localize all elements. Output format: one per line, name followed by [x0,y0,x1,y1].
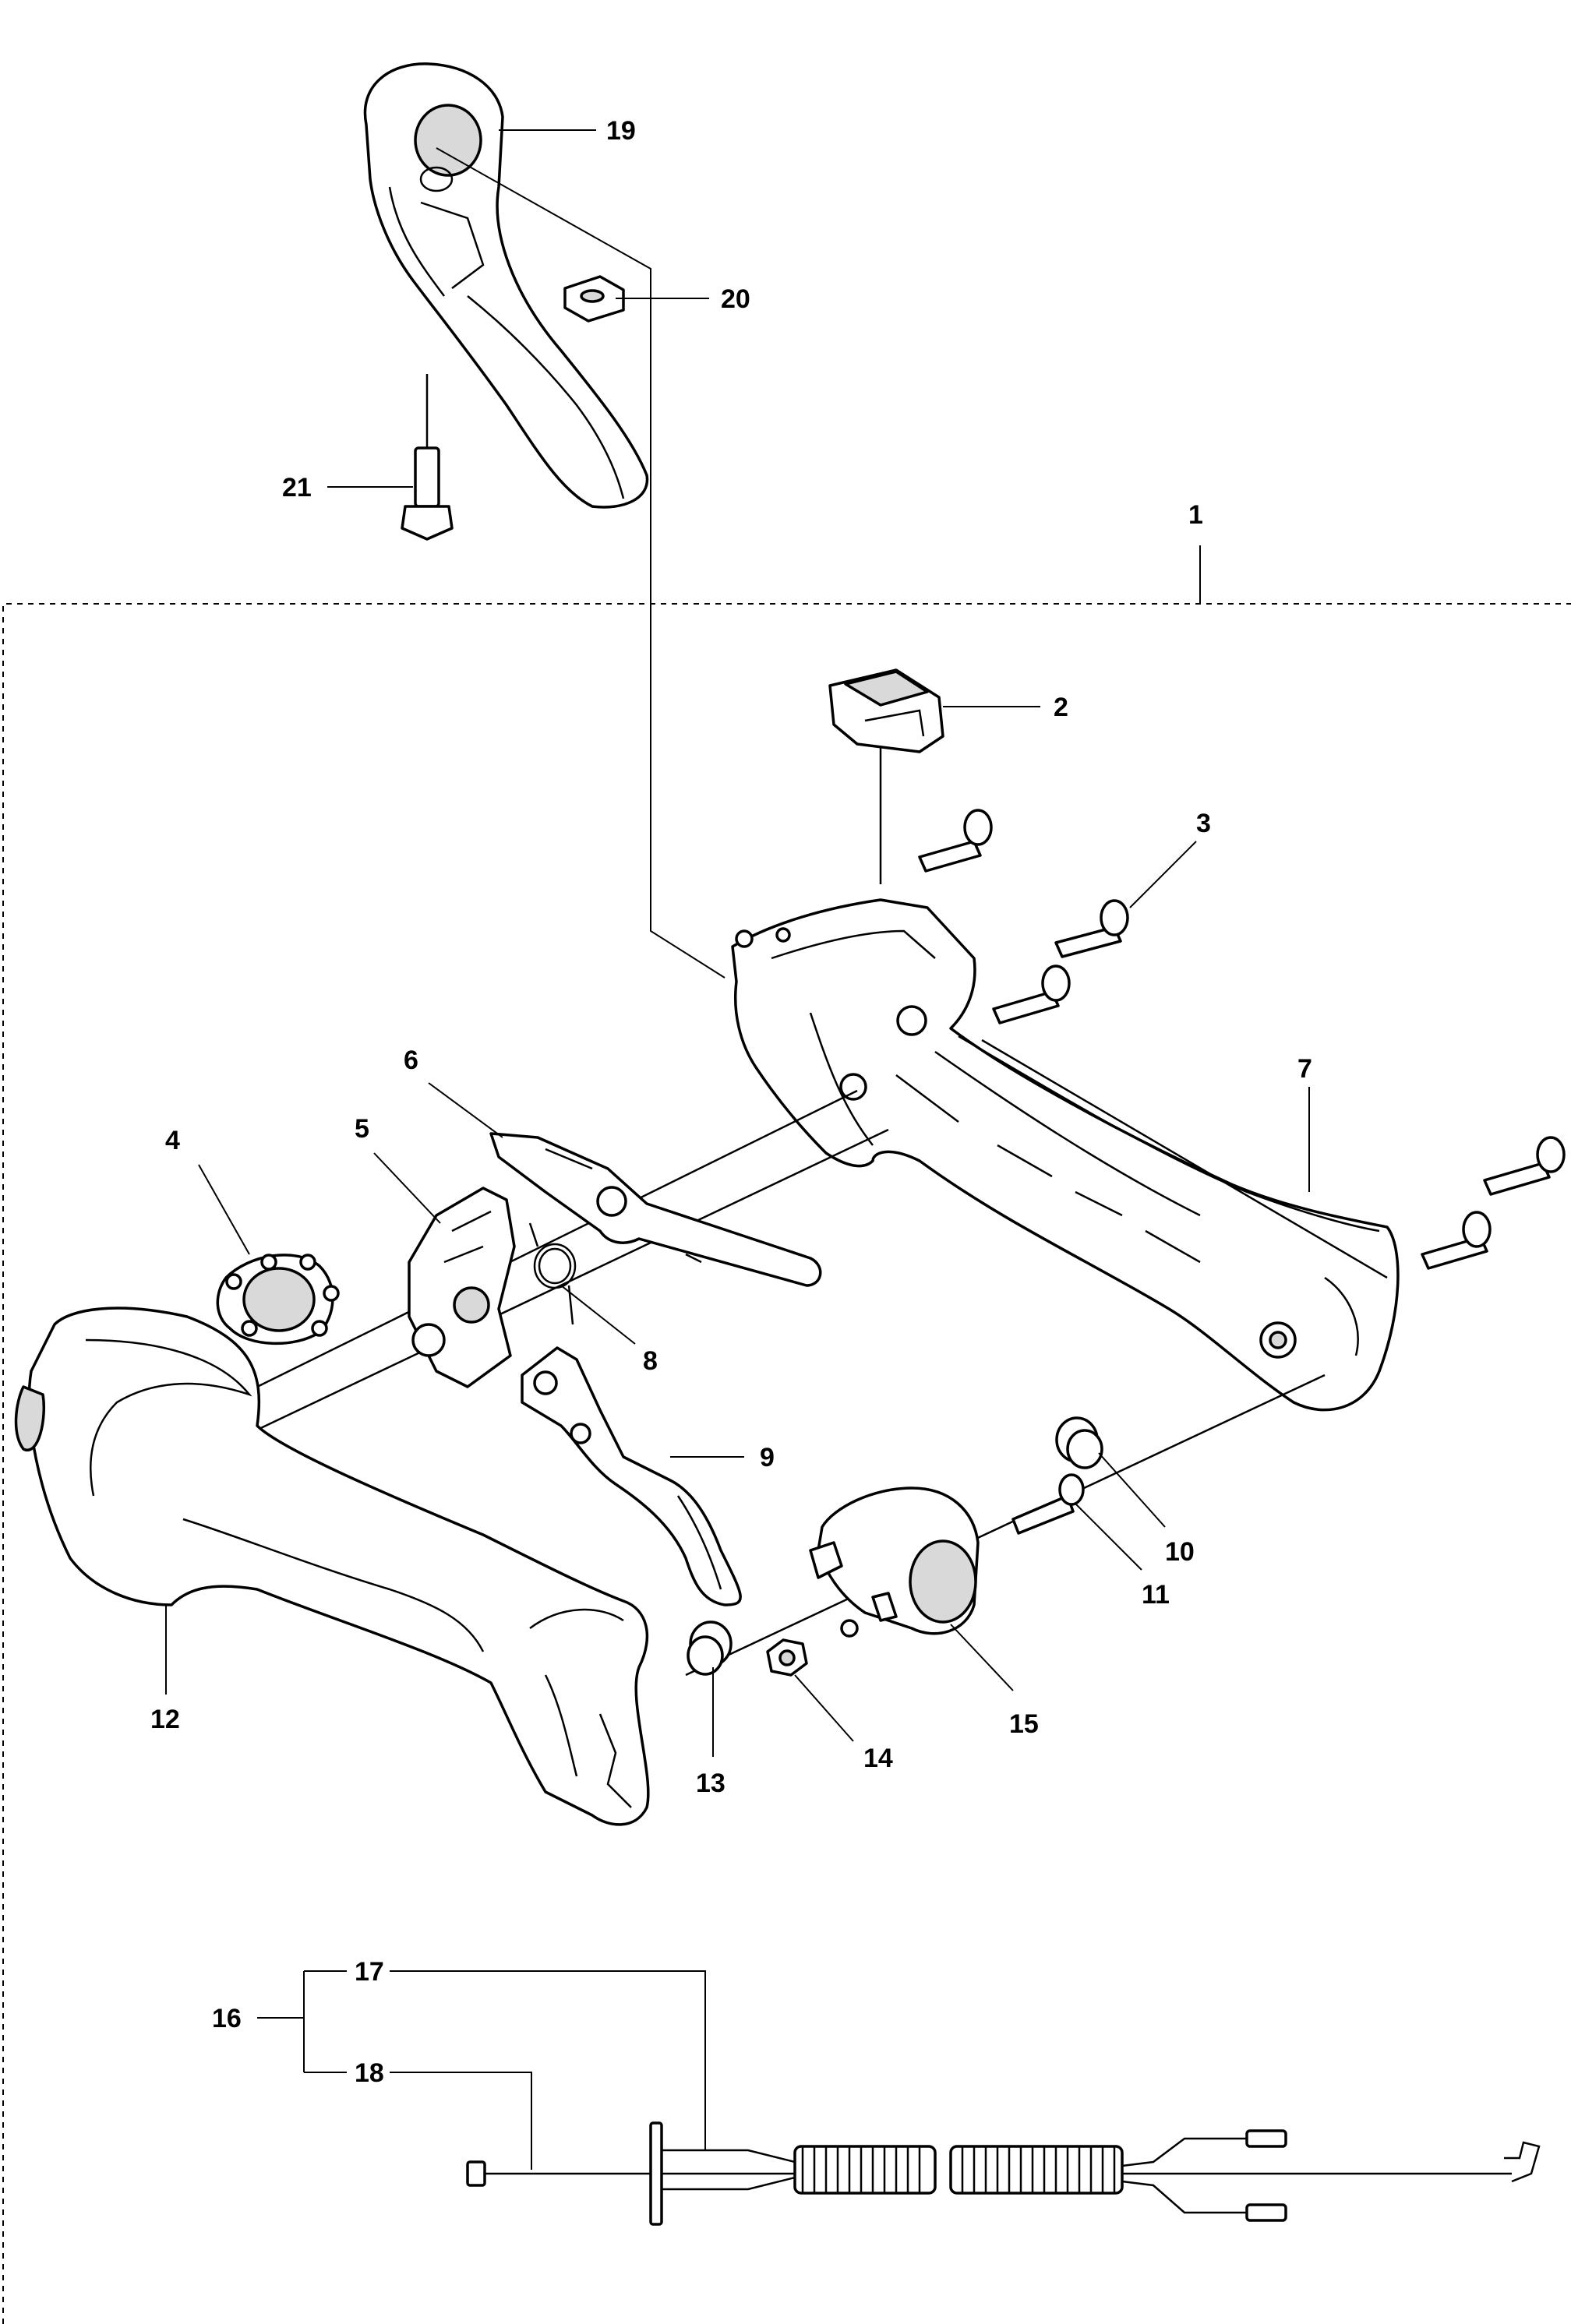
callout-19: 19 [606,116,636,146]
leader-17 [390,1970,706,2150]
leader-6 [428,1082,503,1138]
callout-20: 20 [721,284,750,314]
leader-18 [390,2072,532,2170]
switch-2 [828,668,944,884]
leader-8 [560,1285,636,1345]
bushing-10 [1055,1416,1103,1469]
screw-3c [992,965,1071,1024]
lever-6 [489,1132,822,1287]
callout-10: 10 [1165,1537,1195,1567]
screw-3d [1483,1136,1566,1196]
leader-15 [950,1624,1014,1691]
lock-ring-4 [216,1254,340,1345]
callout-7: 7 [1297,1054,1312,1084]
handle-housing-7 [731,898,1400,1412]
callout-11: 11 [1142,1580,1170,1610]
callout-14: 14 [863,1744,893,1773]
callout-3: 3 [1196,809,1211,838]
screw-21 [401,374,454,541]
callout-6: 6 [404,1046,418,1075]
handle-cover-12 [14,1307,650,1826]
bushing-13 [687,1620,733,1676]
leader-5 [373,1152,441,1224]
callout-9: 9 [760,1443,775,1472]
nut-14 [766,1638,808,1677]
clamp-15 [809,1486,980,1638]
trigger-9 [521,1346,742,1606]
leader-14 [794,1674,854,1742]
bracket-5 [408,1187,516,1388]
leader-19-to-housing [436,147,725,979]
callout-16: 16 [212,2004,242,2033]
screw-3a [918,809,993,873]
top-handle-19 [363,62,649,509]
nut-20 [563,275,625,323]
screw-3b [1054,899,1129,958]
leader-11 [1075,1503,1142,1571]
callout-17: 17 [355,1957,384,1987]
callout-13: 13 [696,1769,725,1798]
callout-18: 18 [355,2058,384,2088]
spring-8 [528,1222,577,1325]
callout-21: 21 [282,473,312,503]
screw-11 [1011,1473,1085,1535]
leader-16-bracket [257,1970,347,2073]
leader-4 [198,1164,250,1255]
callout-5: 5 [355,1114,369,1144]
screw-3e [1421,1211,1492,1270]
cable-assembly-16 [466,2121,1541,2226]
leader-10 [1098,1452,1166,1528]
callout-15: 15 [1009,1709,1039,1739]
callout-2: 2 [1054,693,1068,722]
callout-12: 12 [150,1705,180,1734]
callout-8: 8 [643,1346,658,1376]
callout-4: 4 [165,1126,180,1155]
callout-1: 1 [1188,500,1203,530]
leader-3 [1129,841,1197,908]
